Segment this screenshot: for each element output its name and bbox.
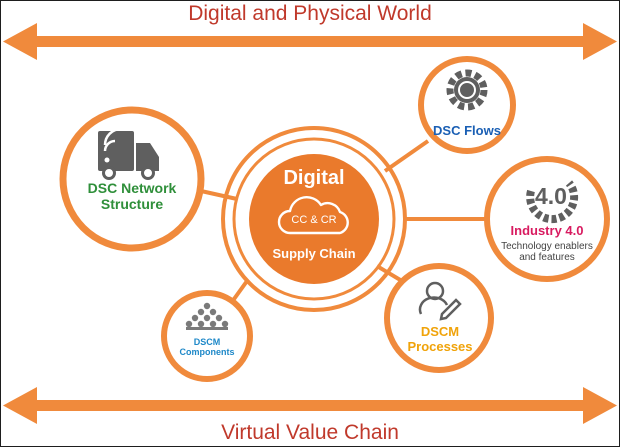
truck-wifi-icon [98,127,159,180]
components-label-line2: Components [179,347,235,358]
bottom-double-arrow [3,387,617,424]
processes-label: DSCM Processes [395,324,485,354]
processes-label-line1: DSCM [420,324,460,339]
industry-desc-line1: Technology enablers [501,241,593,252]
flows-node [418,56,516,154]
bottom-banner-text: Virtual Value Chain [221,421,399,444]
cloud-icon [277,195,349,235]
processes-label-line2: Processes [407,338,473,354]
top-banner-text: Digital and Physical World [188,2,432,25]
network-label: DSC Network Structure [71,180,193,212]
industry-badge: 4.0 [535,183,567,209]
processes-node [384,263,494,373]
industry-node [484,156,610,282]
gear-4-0-icon [526,180,579,224]
industry-desc: Technology enablers and features [497,241,597,263]
network-label-line2: Structure [100,195,164,212]
industry-title: Industry 4.0 [510,223,584,238]
center-cloud-text: CC & CR [291,214,337,226]
center-subtitle: Supply Chain [272,246,356,261]
industry-desc-line2: and features [519,252,575,264]
flows-label: DSC Flows [433,123,501,138]
gear-cycle-icon [446,69,488,111]
central-node [221,126,407,312]
components-label: DSCM Components [172,337,242,357]
network-node [59,106,205,252]
component-stack-icon [185,302,229,330]
center-title: Digital [283,167,345,189]
network-label-line1: DSC Network [87,180,177,196]
person-edit-icon [418,281,462,321]
top-double-arrow [3,23,617,60]
components-label-line1: DSCM [193,337,221,347]
components-node [161,290,253,382]
